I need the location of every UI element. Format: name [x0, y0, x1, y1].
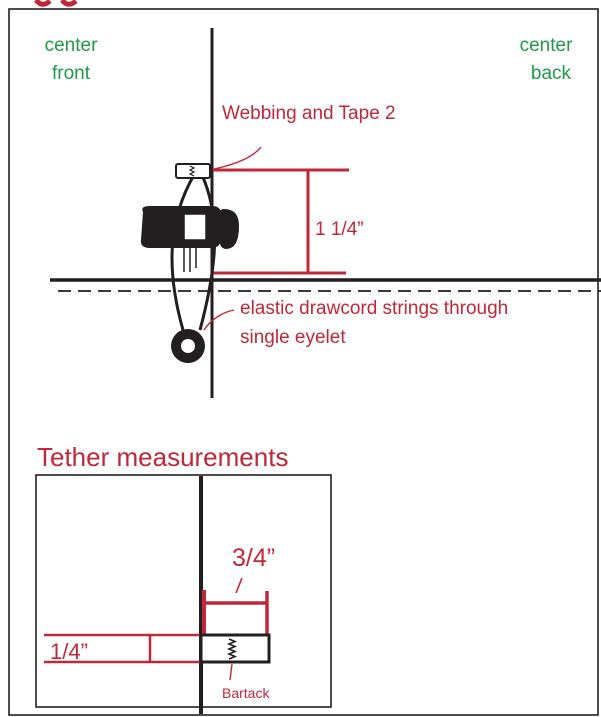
- center-front-label-1: center: [45, 35, 98, 56]
- tab-zigzag-stitch: [188, 165, 196, 177]
- tether-width-leader: [235, 577, 243, 594]
- cord-lock-body: [140, 206, 222, 248]
- center-front-label-2: front: [52, 63, 91, 84]
- center-back-label-2: back: [531, 63, 572, 84]
- drawcord-label-2: single eyelet: [240, 327, 346, 348]
- webbing-leader-line: [213, 146, 262, 170]
- cord-lock-icon: [140, 163, 240, 331]
- bartack-leader: [229, 663, 233, 681]
- tether-panel-frame: [35, 474, 332, 708]
- bartack-label: Bartack: [222, 685, 270, 701]
- eyelet-icon: [171, 329, 205, 363]
- measure-label: 1 1/4”: [315, 219, 364, 240]
- tether-tab: [199, 633, 271, 664]
- drawcord-label-1: elastic drawcord strings through: [240, 298, 508, 319]
- top-panel-frame: [8, 8, 599, 716]
- cord-lock-button: [219, 208, 240, 250]
- drawcord-leader-line: [203, 309, 235, 331]
- webbing-label: Webbing and Tape 2: [222, 103, 396, 124]
- tether-length-label: 1/4”: [50, 639, 88, 664]
- center-back-label-1: center: [520, 35, 573, 56]
- tether-title: Tether measurements: [37, 442, 288, 472]
- zigzag-stitch-icon: [226, 638, 238, 660]
- cord-lock-window: [183, 213, 207, 241]
- tether-width-label: 3/4”: [232, 544, 275, 572]
- cropped-heading-fragment: [34, 0, 78, 7]
